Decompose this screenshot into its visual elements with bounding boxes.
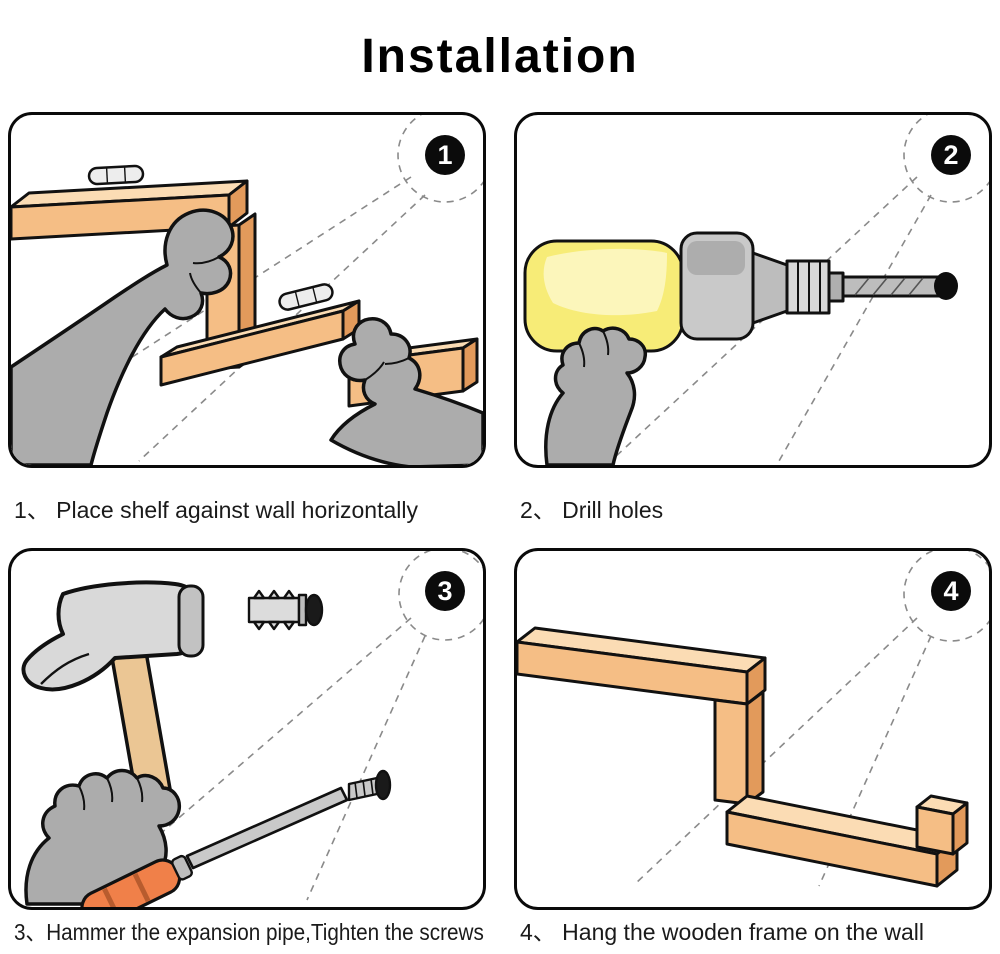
hammer-screw-illustration [21,551,483,907]
spirit-level-middle-icon [278,283,334,311]
step-2-number: 2 [943,139,959,170]
steps-grid: 1 1、 Place shelf against wall horizontal… [0,112,1000,954]
drill-illustration [523,115,989,465]
hammer-icon [21,580,205,814]
step-4-caption: 4、 Hang the wooden frame on the wall [520,919,925,945]
wooden-frame-icon [517,626,969,888]
step-2-number-badge: 2 [931,135,971,175]
dashed-guides [634,551,989,887]
page-title: Installation [361,29,639,83]
electric-drill-icon [523,231,941,385]
shelf-placement-illustration [11,115,483,465]
left-gloved-hand [11,208,235,465]
screwdriver-icon [80,786,349,907]
wall-anchor-icon [247,589,324,631]
step-1-caption: 1、 Place shelf against wall horizontally [14,497,418,523]
step-4: 4 4、 Hang the wooden frame on the wall [514,548,992,954]
right-gloved-hand [329,317,483,465]
step-1: 1 1、 Place shelf against wall horizontal… [8,112,486,548]
step-3-number: 3 [437,575,453,606]
step-4-panel: 4 [514,548,992,910]
step-4-number-badge: 4 [931,571,971,611]
spirit-level-top-icon [87,164,145,186]
wooden-frame-illustration [517,551,989,888]
step-3-number-badge: 3 [425,571,465,611]
dashed-guides [612,115,989,462]
step-2-caption: 2、 Drill holes [520,497,664,523]
step-3-caption: 3、Hammer the expansion pipe,Tighten the … [14,919,484,945]
step-1-number: 1 [437,139,453,170]
dashed-guides [94,551,483,901]
step-3-panel: 3 [8,548,486,910]
gloved-hand [544,326,648,465]
step-3: 3 3、Hammer the expansion pipe,Tighten th… [8,548,486,954]
drilled-hole-icon [934,272,958,300]
step-2-panel: 2 [514,112,992,468]
screw-icon [347,769,392,802]
step-1-number-badge: 1 [425,135,465,175]
step-4-number: 4 [943,575,959,606]
step-2: 2 2、 Drill holes [514,112,992,548]
step-1-panel: 1 [8,112,486,468]
